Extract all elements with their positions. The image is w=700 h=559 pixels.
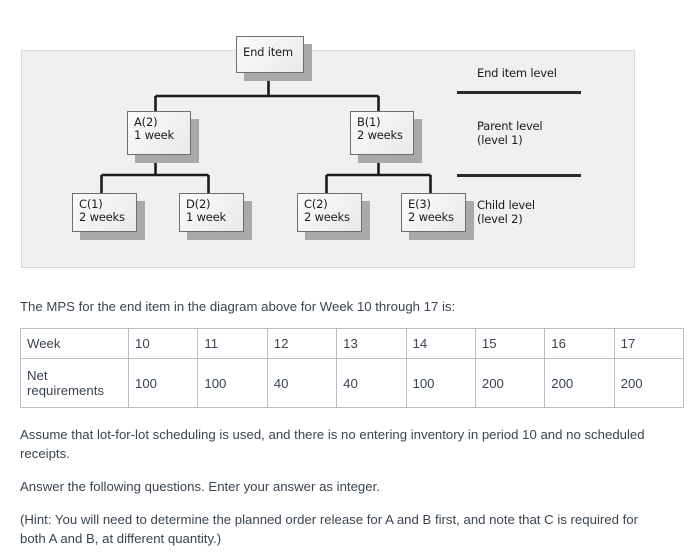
mps-intro-text: The MPS for the end item in the diagram … [20,299,456,314]
node-a-leadtime: 1 week [134,128,174,142]
legend-divider-bottom [457,174,581,177]
table-cell-net-15: 200 [474,358,546,408]
node-c-right-leadtime: 2 weeks [304,210,350,224]
node-d-label: D(2) [186,197,211,211]
assumption-text: Assume that lot-for-lot scheduling is us… [20,427,645,461]
node-c-left-leadtime: 2 weeks [79,210,125,224]
table-cell-net-12: 40 [266,358,338,408]
table-cell-week-17: 17 [613,328,685,359]
table-cell-week-12: 12 [266,328,338,359]
table-header-week: Week [20,328,129,359]
table-cell-net-17: 200 [613,358,685,408]
legend-child-level-sub: (level 2) [477,212,523,226]
legend-parent-level: Parent level [477,119,543,133]
table-cell-week-13: 13 [336,328,407,359]
node-b-leadtime: 2 weeks [357,128,403,142]
table-cell-week-14: 14 [405,328,476,359]
node-c-left-label: C(1) [79,197,103,211]
table-row-week: Week 10 11 12 13 14 15 16 17 [20,328,685,359]
legend-child-level: Child level [477,198,535,212]
node-c-right-label: C(2) [304,197,328,211]
table-cell-net-13: 40 [336,358,407,408]
table-header-net-requirements: Net requirements [20,358,129,408]
node-e-leadtime: 2 weeks [408,210,454,224]
table-cell-week-16: 16 [544,328,615,359]
hint-text: (Hint: You will need to determine the pl… [20,512,638,546]
instruction-text: Answer the following questions. Enter yo… [20,479,380,494]
table-cell-net-16: 200 [544,358,615,408]
node-b: B(1) 2 weeks [350,111,414,155]
node-c-left: C(1) 2 weeks [72,193,137,232]
node-d: D(2) 1 week [179,193,244,232]
node-e-label: E(3) [408,197,431,211]
table-row-net-requirements: Net requirements 100 100 40 40 100 200 2… [20,358,685,408]
table-cell-week-11: 11 [197,328,268,359]
table-cell-week-10: 10 [127,328,199,359]
node-e: E(3) 2 weeks [401,193,466,232]
node-c-right: C(2) 2 weeks [297,193,362,232]
node-d-leadtime: 1 week [186,210,226,224]
legend-divider-top [457,91,581,94]
table-cell-net-11: 100 [197,358,268,408]
legend-end-item-level: End item level [477,66,557,80]
table-cell-week-15: 15 [474,328,546,359]
node-b-label: B(1) [357,115,381,129]
legend-parent-level-sub: (level 1) [477,133,523,147]
table-cell-net-14: 100 [405,358,476,408]
node-a: A(2) 1 week [127,111,191,155]
mps-table: Week 10 11 12 13 14 15 16 17 Net require… [20,328,685,408]
table-cell-net-10: 100 [127,358,199,408]
node-end-item: End item [236,36,304,73]
node-a-label: A(2) [134,115,158,129]
node-end-item-label: End item [243,45,293,59]
